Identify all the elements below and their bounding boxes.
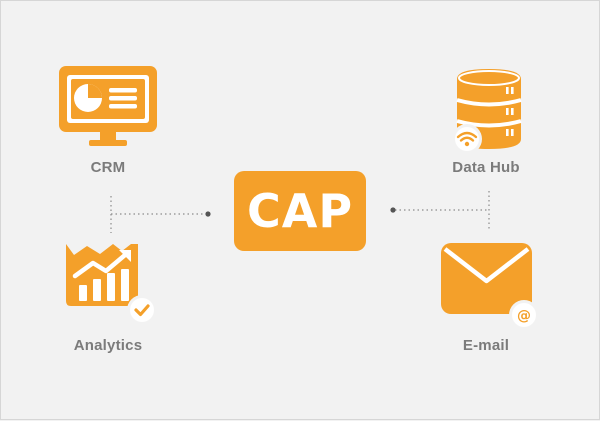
connector-right [395, 191, 490, 231]
cap-center-node: CAP [234, 171, 366, 251]
bar-chart-trend-icon [66, 244, 157, 325]
email-label: E-mail [462, 337, 510, 354]
datahub-label: Data Hub [452, 159, 520, 176]
envelope-icon: @ [441, 243, 539, 330]
connector-right-dot [390, 207, 396, 213]
cap-title: CAP [246, 184, 354, 238]
connector-left [110, 196, 206, 233]
analytics-label: Analytics [73, 337, 143, 354]
svg-text:@: @ [517, 308, 531, 324]
database-server-icon [452, 69, 522, 154]
monitor-pie-chart-icon [59, 66, 157, 146]
crm-label: CRM [90, 159, 126, 176]
connector-left-dot [205, 211, 211, 217]
